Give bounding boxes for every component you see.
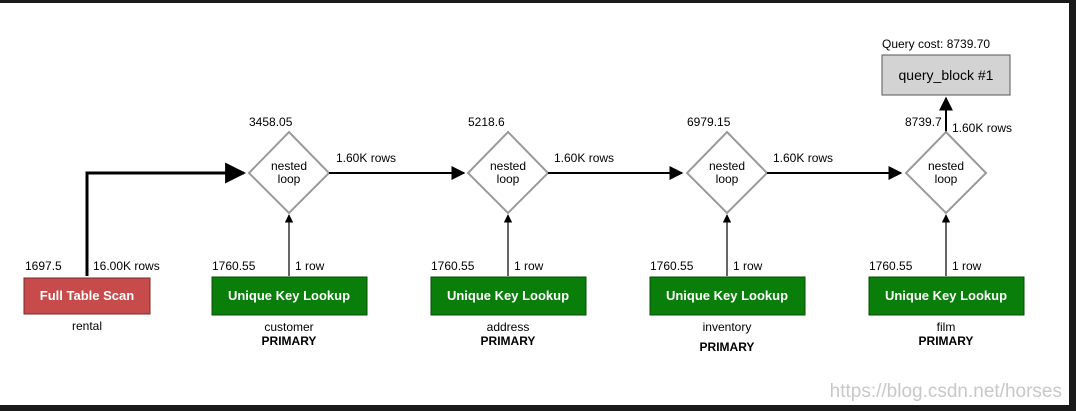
unique-key-lookup-label: Unique Key Lookup (228, 288, 350, 303)
nested-loop-label-line2: loop (278, 172, 301, 186)
lookup-key-name: PRIMARY (262, 334, 317, 348)
nested-loop-1[interactable]: 3458.05 nested loop (247, 115, 331, 215)
nested-loop-label-line2: loop (716, 172, 739, 186)
lookup-table-name: inventory (703, 320, 752, 334)
lookup-customer[interactable]: 1760.55 1 row Unique Key Lookup customer… (211, 259, 368, 348)
full-scan-table-name: rental (72, 319, 102, 333)
top-border (0, 0, 1076, 3)
lookup-cost: 1760.55 (869, 259, 913, 273)
query-cost-label: Query cost: 8739.70 (882, 37, 990, 51)
lookup-cost: 1760.55 (431, 259, 475, 273)
lookup-cost: 1760.55 (212, 259, 256, 273)
lookup-table-name: address (487, 320, 530, 334)
lookup-film[interactable]: 1760.55 1 row Unique Key Lookup film PRI… (868, 259, 1025, 348)
lookup-cost: 1760.55 (650, 259, 694, 273)
lookup-key-name: PRIMARY (919, 334, 974, 348)
lookup-rows: 1 row (295, 259, 325, 273)
nested-loop-label-line2: loop (497, 172, 520, 186)
edge-rows-label: 1.60K rows (952, 121, 1012, 135)
unique-key-lookup-label: Unique Key Lookup (447, 288, 569, 303)
unique-key-lookup-box (211, 276, 368, 316)
lookup-key-name: PRIMARY (700, 340, 755, 354)
query-block-box[interactable] (881, 54, 1011, 96)
lookup-rows: 1 row (733, 259, 763, 273)
nested-loop-cost: 5218.6 (468, 115, 505, 129)
nested-loop-cost: 8739.7 (905, 115, 942, 129)
lookup-address[interactable]: 1760.55 1 row Unique Key Lookup address … (430, 259, 587, 348)
watermark-text: https://blog.csdn.net/horses (830, 381, 1062, 402)
full-scan-rows: 16.00K rows (93, 259, 160, 273)
nested-loop-diamond (685, 130, 769, 215)
query-block-label: query_block #1 (899, 67, 994, 83)
right-border (1069, 0, 1076, 411)
lookup-rows: 1 row (952, 259, 982, 273)
full-table-scan-box[interactable] (23, 277, 151, 315)
edge-full-scan-to-loop-1 (85, 162, 247, 276)
unique-key-lookup-box (649, 276, 806, 316)
unique-key-lookup-label: Unique Key Lookup (666, 288, 788, 303)
nested-loop-diamond (247, 130, 331, 215)
lookup-rows: 1 row (514, 259, 544, 273)
bottom-border (0, 405, 1076, 411)
unique-key-lookup-label: Unique Key Lookup (885, 288, 1007, 303)
nested-loop-label-line1: nested (490, 159, 526, 173)
nested-loop-diamond (904, 130, 988, 215)
nested-loop-label-line2: loop (935, 172, 958, 186)
unique-key-lookup-box (430, 276, 587, 316)
nested-loop-cost: 6979.15 (687, 115, 731, 129)
lookup-table-name: film (937, 320, 956, 334)
lookup-inventory[interactable]: 1760.55 1 row Unique Key Lookup inventor… (649, 259, 806, 354)
edge-rows-label: 1.60K rows (554, 151, 614, 165)
nested-loop-cost: 3458.05 (249, 115, 293, 129)
nested-loop-label-line1: nested (271, 159, 307, 173)
edge-rows-label: 1.60K rows (773, 151, 833, 165)
nested-loop-3[interactable]: 6979.15 nested loop (685, 115, 769, 215)
nested-loop-4[interactable]: 8739.7 nested loop (904, 115, 988, 215)
full-table-scan-label: Full Table Scan (40, 288, 134, 303)
nested-loop-2[interactable]: 5218.6 nested loop (466, 115, 550, 215)
lookup-key-name: PRIMARY (481, 334, 536, 348)
full-scan-cost: 1697.5 (25, 259, 62, 273)
nested-loop-diamond (466, 130, 550, 215)
nested-loop-label-line1: nested (709, 159, 745, 173)
lookup-table-name: customer (264, 320, 313, 334)
edge-rows-label: 1.60K rows (336, 151, 396, 165)
unique-key-lookup-box (868, 276, 1025, 316)
nested-loop-label-line1: nested (928, 159, 964, 173)
